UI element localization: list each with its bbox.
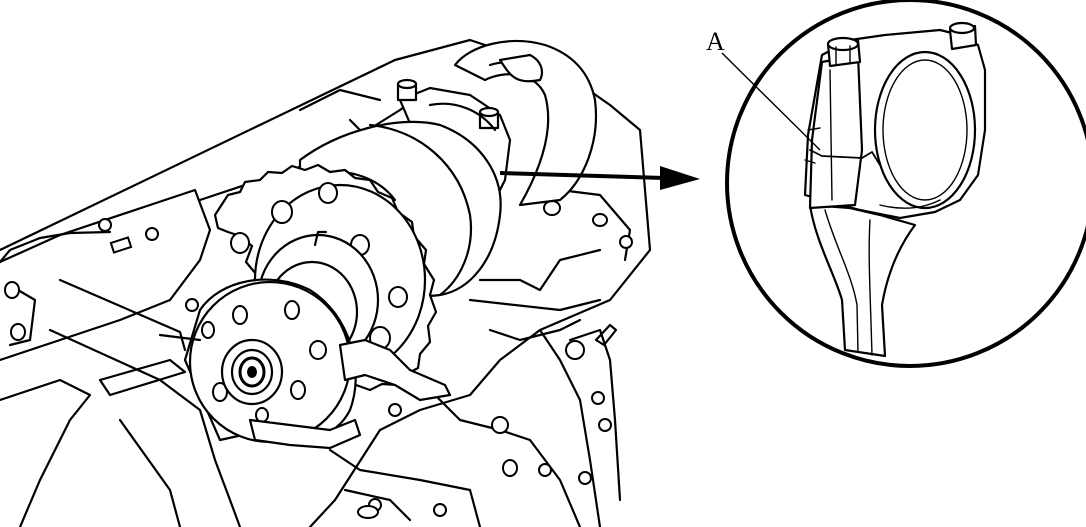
detail-arrow [499, 166, 700, 190]
callout-letter: A [706, 27, 725, 56]
engine-block [0, 38, 652, 527]
lower-bracket [248, 338, 452, 450]
callout-leader-line [721, 52, 821, 151]
detail-view-connecting-rod [725, 0, 1086, 368]
callout-a: A [706, 27, 821, 151]
crank-counterweight-upper [453, 39, 597, 207]
